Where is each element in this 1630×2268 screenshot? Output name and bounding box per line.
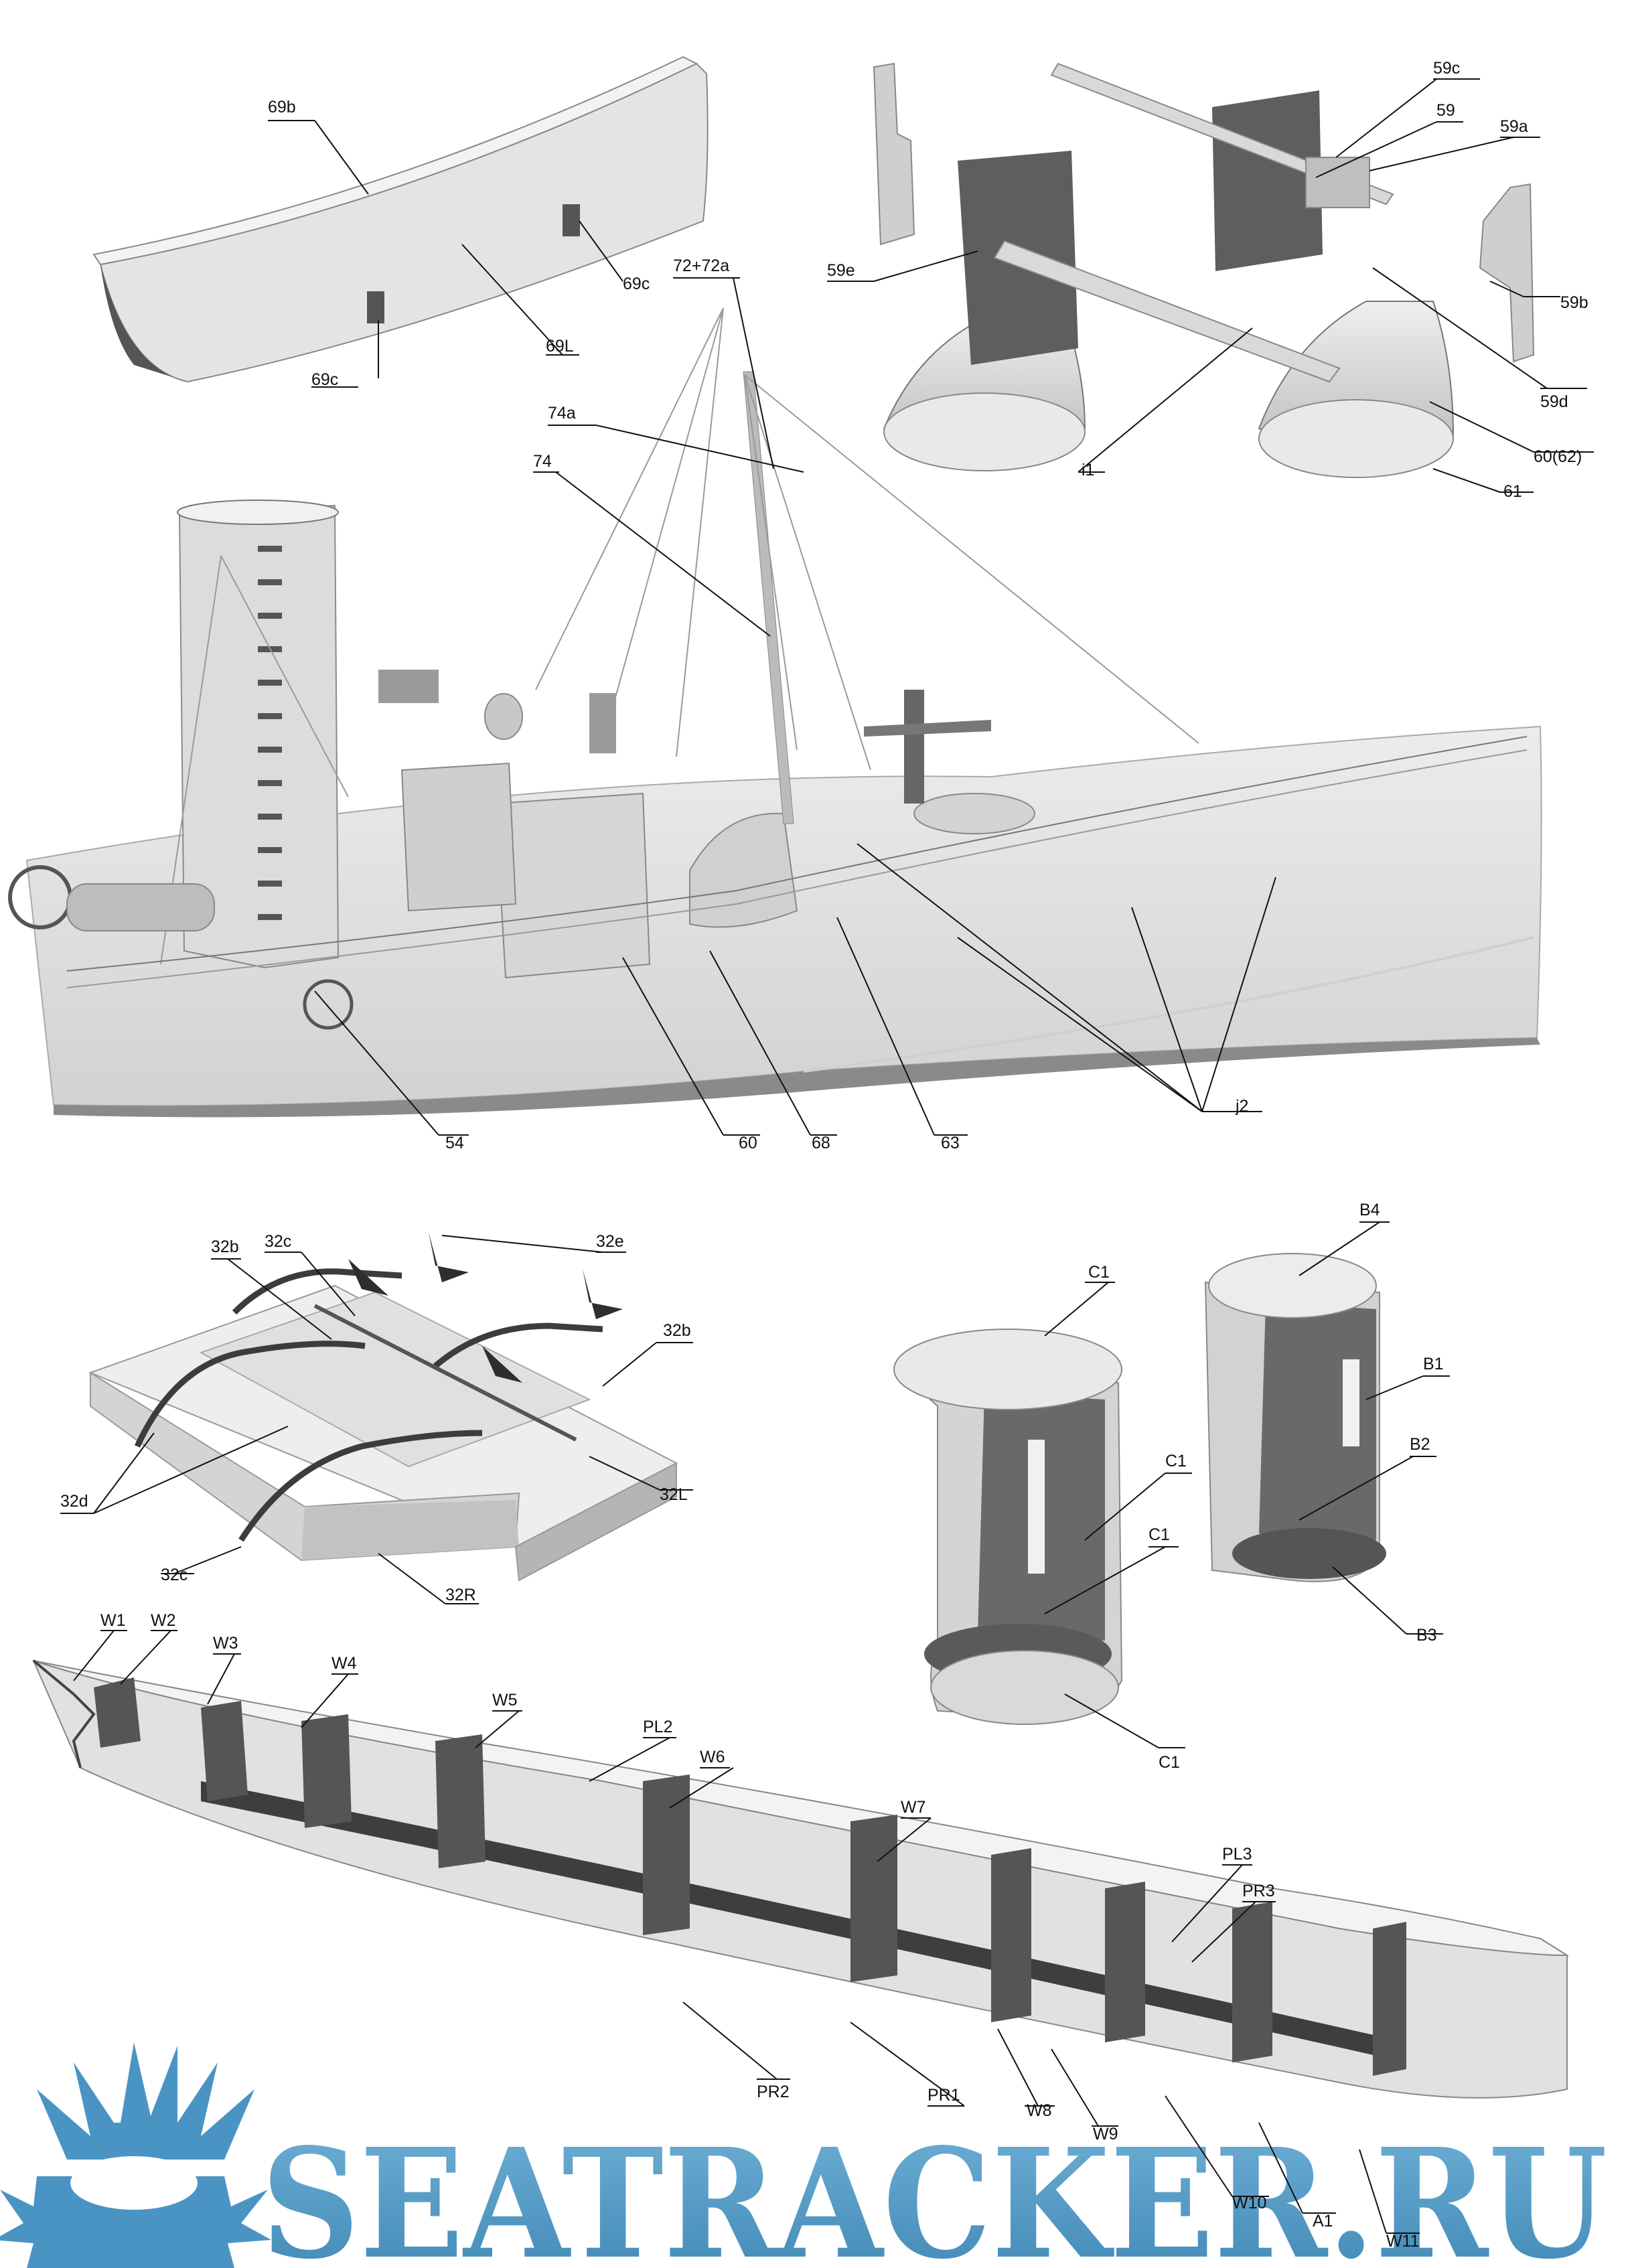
label-C1-mid2: C1 <box>1149 1525 1170 1544</box>
label-PL3: PL3 <box>1222 1845 1252 1864</box>
label-32e: 32e <box>596 1232 624 1251</box>
label-69c-bottom: 69c <box>311 370 338 389</box>
label-C1-mid1: C1 <box>1165 1452 1187 1470</box>
label-60: 60 <box>739 1134 757 1152</box>
label-74a: 74a <box>548 404 576 423</box>
label-54: 54 <box>445 1134 464 1152</box>
label-W11: W11 <box>1386 2232 1420 2251</box>
label-B4: B4 <box>1359 1201 1380 1219</box>
leader-lines <box>73 78 1548 2234</box>
label-W3: W3 <box>213 1634 238 1653</box>
label-j2: j2 <box>1235 1097 1248 1116</box>
ship-deck-view <box>8 307 1542 1118</box>
label-32R: 32R <box>445 1586 476 1604</box>
label-W9: W9 <box>1093 2125 1118 2143</box>
label-C1-top: C1 <box>1088 1263 1110 1282</box>
label-B2: B2 <box>1410 1435 1430 1454</box>
callout-labels: 69b 69c 69c 69L 72+72a 74a 74 59c 59 59a… <box>60 59 1594 2251</box>
bollard-b <box>1204 1253 1386 1582</box>
label-PL2: PL2 <box>643 1718 672 1736</box>
label-32b-right: 32b <box>663 1321 691 1340</box>
label-59c: 59c <box>1433 59 1460 78</box>
label-60-62: 60(62) <box>1534 447 1582 466</box>
label-63: 63 <box>941 1134 960 1152</box>
label-69L: 69L <box>546 337 574 356</box>
bulwark-panel-69 <box>92 56 709 383</box>
label-69b: 69b <box>268 98 296 117</box>
label-74: 74 <box>533 452 552 471</box>
label-W5: W5 <box>492 1691 518 1710</box>
label-PR3: PR3 <box>1242 1882 1275 1900</box>
hull-skeleton-frame <box>32 1659 1570 2099</box>
label-C1-bottom: C1 <box>1159 1753 1180 1772</box>
label-68: 68 <box>812 1134 830 1152</box>
twin-deck-guns-59 <box>873 62 1535 478</box>
label-59: 59 <box>1436 101 1455 120</box>
bollard-c <box>893 1329 1123 1725</box>
label-B1: B1 <box>1423 1355 1444 1373</box>
label-32d: 32d <box>60 1492 88 1511</box>
deck-hatch-assembly-32 <box>88 1232 678 1582</box>
label-PR1: PR1 <box>928 2086 960 2105</box>
label-A1: A1 <box>1313 2212 1333 2231</box>
sun-burst-logo-icon <box>0 2042 271 2268</box>
label-69c-top: 69c <box>623 275 650 293</box>
label-W2: W2 <box>151 1611 176 1630</box>
label-59d: 59d <box>1540 392 1568 411</box>
watermark-text: SEATRACKER.RU <box>261 2116 1607 2268</box>
label-i1: i1 <box>1082 461 1094 479</box>
label-32b-left: 32b <box>211 1237 239 1256</box>
label-59a: 59a <box>1500 117 1528 136</box>
label-32c-top: 32c <box>265 1232 291 1251</box>
label-B3: B3 <box>1416 1626 1437 1645</box>
label-W4: W4 <box>331 1654 357 1673</box>
label-59b: 59b <box>1560 293 1588 312</box>
label-W7: W7 <box>901 1798 926 1817</box>
label-W6: W6 <box>700 1748 725 1766</box>
label-72-72a: 72+72a <box>673 256 729 275</box>
label-W8: W8 <box>1027 2101 1052 2120</box>
label-PR2: PR2 <box>757 2083 790 2101</box>
label-32L: 32L <box>660 1485 688 1504</box>
label-W1: W1 <box>100 1611 126 1630</box>
label-32c-bottom: 32c <box>161 1566 188 1584</box>
label-59e: 59e <box>827 261 855 280</box>
